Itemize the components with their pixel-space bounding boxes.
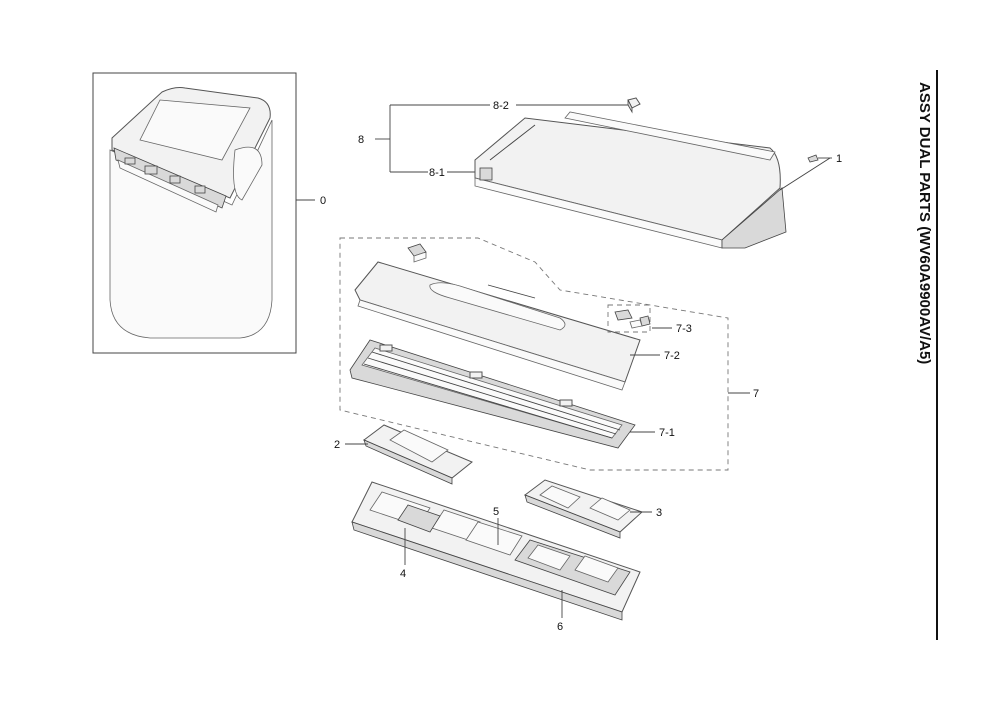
callout-5: 5 <box>493 506 499 518</box>
part-7-3-hinge <box>607 304 672 333</box>
callout-7: 7 <box>753 388 759 400</box>
diagram-title: ASSY DUAL PARTS (WV60A9900AV/A5) <box>916 82 933 364</box>
part-7-1-frame <box>349 339 655 449</box>
callout-7-3: 7-3 <box>676 323 692 335</box>
part-3-dispenser-drawer <box>523 479 652 539</box>
callout-7-2: 7-2 <box>664 350 680 362</box>
callout-0: 0 <box>320 195 326 207</box>
callout-8-2: 8-2 <box>493 100 509 112</box>
callout-1: 1 <box>836 153 842 165</box>
callout-7-1: 7-1 <box>659 427 675 439</box>
part-7-group-outline <box>339 237 729 471</box>
part-8-2-cap <box>627 97 641 114</box>
callout-6: 6 <box>557 621 563 633</box>
washer-assembly-part-0 <box>92 72 315 354</box>
callout-8: 8 <box>358 134 364 146</box>
parts-4-5-6-base-tray <box>351 481 641 621</box>
callout-8-1: 8-1 <box>429 167 445 179</box>
callout-8-leaders <box>375 104 628 173</box>
callout-2: 2 <box>334 439 340 451</box>
part-1-top-cover <box>474 111 832 249</box>
part-2-dispenser-drawer <box>345 424 473 485</box>
part-7-2-panel <box>354 261 660 391</box>
callout-3: 3 <box>656 507 662 519</box>
callout-4: 4 <box>400 568 406 580</box>
